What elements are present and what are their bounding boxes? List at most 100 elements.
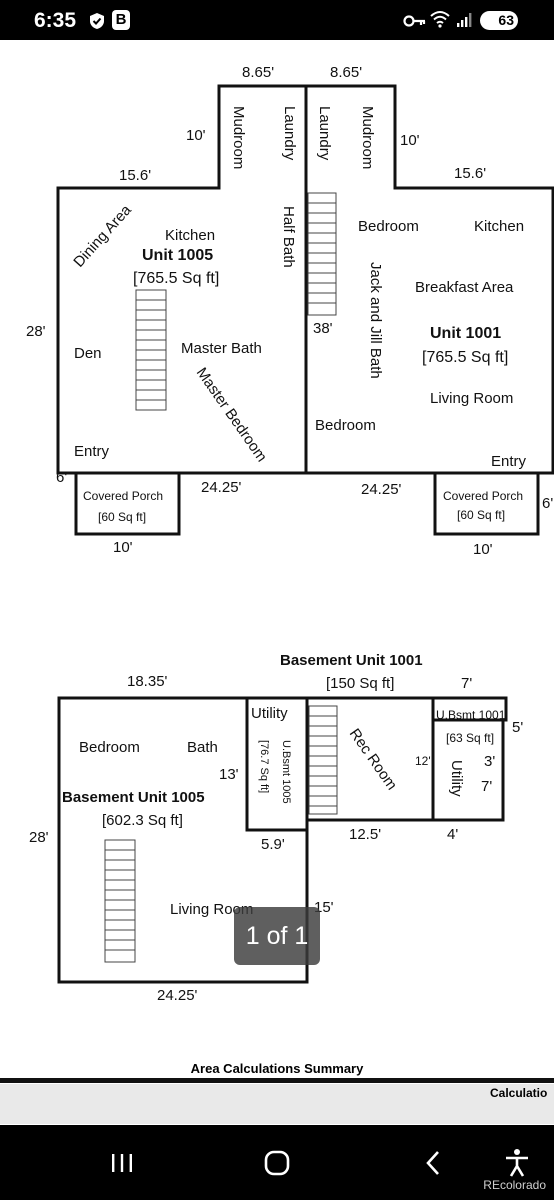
home-icon bbox=[264, 1150, 290, 1176]
basement-1005-area: [602.3 Sq ft] bbox=[102, 812, 183, 829]
wifi-icon bbox=[430, 11, 450, 28]
dim-left-mudroom-width: 8.65' bbox=[242, 64, 274, 81]
stairs-basement-1005 bbox=[104, 839, 136, 963]
basement-1001-outline bbox=[307, 696, 508, 822]
room-rec-room: Rec Room bbox=[346, 726, 401, 794]
basement-1001-title: Basement Unit 1001 bbox=[280, 652, 423, 669]
stairs-1001 bbox=[307, 192, 337, 316]
dim-right-wing-depth: 10' bbox=[400, 132, 420, 149]
area-summary-title: Area Calculations Summary bbox=[190, 1061, 364, 1076]
calculation-header: Calculatio bbox=[490, 1086, 548, 1100]
signal-icon bbox=[457, 13, 472, 27]
room-utility-1001: Utility bbox=[448, 760, 465, 797]
basement-1005-utility-outline bbox=[245, 696, 309, 832]
back-button[interactable] bbox=[408, 1143, 458, 1183]
dim-12-5: 12.5' bbox=[349, 826, 381, 843]
summary-header-bar bbox=[0, 1084, 554, 1124]
key-icon bbox=[403, 15, 426, 27]
room-laundry-1005: Laundry bbox=[281, 106, 298, 161]
room-master-bath: Master Bath bbox=[181, 340, 262, 357]
ubsmt-1001-area: [63 Sq ft] bbox=[446, 731, 494, 745]
room-half-bath: Half Bath bbox=[280, 206, 297, 268]
b-badge-icon: B bbox=[112, 10, 130, 30]
dim-left-porch-depth: 6' bbox=[56, 469, 67, 486]
room-bedroom-1001-b: Bedroom bbox=[315, 417, 376, 434]
dim-right-bottom: 24.25' bbox=[361, 481, 402, 498]
room-mudroom-1001: Mudroom bbox=[359, 106, 376, 169]
dim-basement-width-right: 7' bbox=[461, 675, 472, 692]
recents-button[interactable] bbox=[97, 1143, 147, 1183]
clock: 6:35 bbox=[34, 9, 77, 32]
room-kitchen-1001: Kitchen bbox=[474, 218, 524, 235]
ubsmt-1005-area: [76.7 Sq ft] bbox=[258, 740, 270, 793]
porch-1005-outline bbox=[74, 473, 181, 536]
watermark: REcolorado bbox=[483, 1178, 546, 1192]
image-pager[interactable]: 1 of 1 bbox=[234, 907, 320, 965]
battery-level: 63 bbox=[498, 12, 514, 28]
accessibility-button[interactable] bbox=[492, 1143, 542, 1183]
basement-1005-title: Basement Unit 1005 bbox=[62, 789, 205, 806]
basement-1001-area: [150 Sq ft] bbox=[326, 675, 394, 692]
dim-left-bottom: 24.25' bbox=[201, 479, 242, 496]
room-basement-bedroom: Bedroom bbox=[79, 739, 140, 756]
porch-1001-area: [60 Sq ft] bbox=[457, 508, 505, 522]
dim-right-porch-depth: 6' bbox=[542, 495, 553, 512]
dim-13: 13' bbox=[219, 766, 239, 783]
dim-basement-bottom: 24.25' bbox=[157, 987, 198, 1004]
dim-5: 5' bbox=[512, 719, 523, 736]
dim-left-top-width: 15.6' bbox=[119, 167, 151, 184]
shield-check-icon bbox=[90, 13, 104, 29]
divider bbox=[0, 1078, 554, 1083]
dim-basement-height: 28' bbox=[29, 829, 49, 846]
status-bar: 6:35 B 63 bbox=[0, 0, 554, 40]
room-basement-living: Living Room bbox=[170, 901, 253, 918]
porch-1005-area: [60 Sq ft] bbox=[98, 510, 146, 524]
dim-3: 3' bbox=[484, 753, 495, 770]
unit-1005-title: Unit 1005 bbox=[142, 247, 213, 264]
floor-plan: 8.65' 8.65' 10' 10' 15.6' 15.6' 28' 38' … bbox=[26, 64, 554, 1004]
battery-icon: 63 bbox=[480, 11, 518, 30]
dim-12: 12' bbox=[415, 754, 431, 768]
porch-1001-outline bbox=[433, 473, 540, 536]
room-basement-bath: Bath bbox=[187, 739, 218, 756]
room-mudroom-1005: Mudroom bbox=[230, 106, 247, 169]
dim-height: 28' bbox=[26, 323, 46, 340]
room-entry-1005: Entry bbox=[74, 443, 110, 460]
dim-7: 7' bbox=[481, 778, 492, 795]
home-button[interactable] bbox=[252, 1143, 302, 1183]
porch-1005-label: Covered Porch bbox=[83, 489, 163, 503]
unit-1001-outline bbox=[306, 84, 554, 475]
room-entry-1001: Entry bbox=[491, 453, 527, 470]
dim-right-mudroom-width: 8.65' bbox=[330, 64, 362, 81]
room-den: Den bbox=[74, 345, 102, 362]
accessibility-icon bbox=[506, 1149, 528, 1177]
dim-5-9: 5.9' bbox=[261, 836, 285, 853]
stairs-basement-1001 bbox=[308, 705, 338, 815]
room-bedroom-1001-a: Bedroom bbox=[358, 218, 419, 235]
room-laundry-1001: Laundry bbox=[316, 106, 333, 161]
dim-left-porch-width: 10' bbox=[113, 539, 133, 556]
unit-1001-title: Unit 1001 bbox=[430, 325, 501, 342]
unit-1005-area: [765.5 Sq ft] bbox=[133, 270, 219, 287]
dim-right-porch-width: 10' bbox=[473, 541, 493, 558]
room-living-1001: Living Room bbox=[430, 390, 513, 407]
dim-stair: 38' bbox=[313, 320, 333, 337]
ubsmt-1001-label: U.Bsmt 1001 bbox=[436, 708, 506, 722]
navigation-bar: REcolorado bbox=[0, 1125, 554, 1200]
dim-basement-width-left: 18.35' bbox=[127, 673, 168, 690]
ubsmt-1005-label: U.Bsmt 1005 bbox=[280, 740, 292, 804]
stairs-1005 bbox=[135, 289, 167, 411]
room-dining-area: Dining Area bbox=[70, 201, 135, 270]
unit-1001-area: [765.5 Sq ft] bbox=[422, 349, 508, 366]
back-icon bbox=[426, 1151, 439, 1175]
porch-1001-label: Covered Porch bbox=[443, 489, 523, 503]
basement-1005-outline bbox=[57, 696, 309, 984]
dim-left-wing-depth: 10' bbox=[186, 127, 206, 144]
dim-4: 4' bbox=[447, 826, 458, 843]
room-kitchen-1005: Kitchen bbox=[165, 227, 215, 244]
room-utility-1005: Utility bbox=[251, 705, 288, 722]
room-jack-jill-bath: Jack and Jill Bath bbox=[367, 262, 384, 379]
room-master-bedroom: Master Bedroom bbox=[193, 365, 271, 466]
recents-icon bbox=[112, 1154, 132, 1172]
dim-right-top-width: 15.6' bbox=[454, 165, 486, 182]
